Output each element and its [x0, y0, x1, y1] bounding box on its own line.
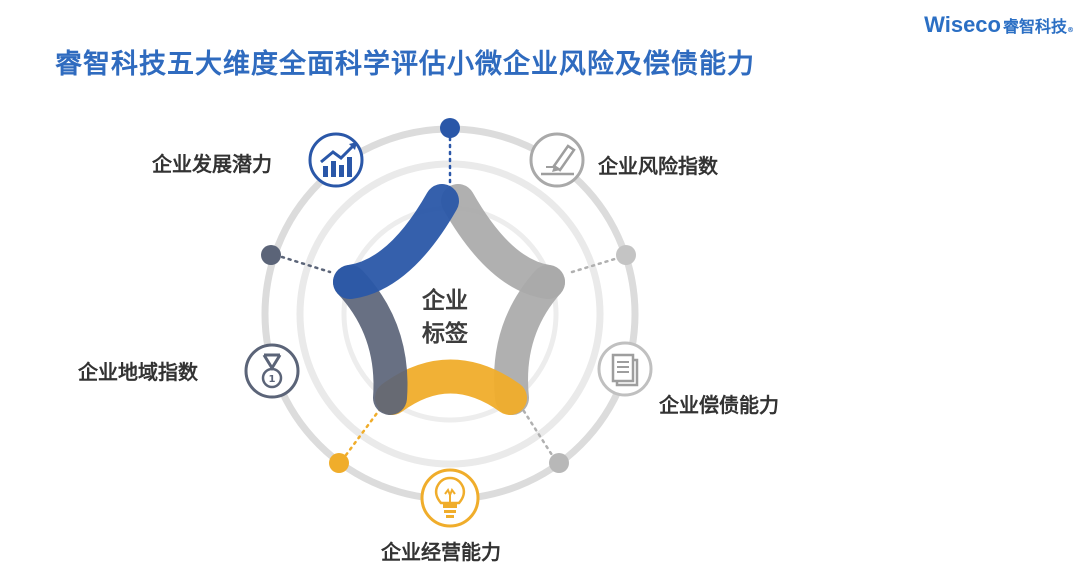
center-label-line1: 企业: [422, 288, 468, 314]
pencil-document-icon: [529, 132, 585, 188]
svg-text:1: 1: [269, 374, 276, 385]
center-label-line2: 标签: [422, 321, 468, 347]
medal-icon: 1: [244, 343, 300, 399]
logo-registered-mark: ®: [1067, 26, 1074, 34]
dot-bottom-left: [329, 453, 349, 473]
connector-bottom-right: [518, 403, 554, 457]
dot-bottom-right: [549, 453, 569, 473]
lightbulb-icon: [420, 468, 480, 528]
label-solvency: 企业偿债能力: [659, 393, 779, 417]
logo-cn: 睿智科技: [1002, 17, 1067, 36]
middle-ring: [296, 160, 604, 468]
label-development-potential: 企业发展潜力: [152, 152, 272, 176]
dot-left: [261, 245, 281, 265]
connector-right: [570, 256, 620, 274]
label-risk-index: 企业风险指数: [598, 154, 718, 178]
label-regional-index: 企业地域指数: [78, 360, 198, 384]
center-label: 企业 标签: [395, 285, 495, 351]
connector-bottom-left: [344, 403, 385, 457]
label-operating-capability: 企业经营能力: [381, 540, 501, 564]
arc-right-upper: [441, 184, 565, 299]
arc-bottom: [375, 359, 527, 415]
dot-right: [616, 245, 636, 265]
dot-top: [440, 118, 460, 138]
connector-left: [280, 255, 332, 274]
document-icon: [597, 341, 653, 397]
arc-left-upper: [333, 184, 459, 299]
logo-latin: Wiseco: [924, 12, 1001, 37]
wiseco-logo: Wiseco 睿智科技 ®: [924, 12, 1074, 38]
growth-chart-icon: [308, 132, 364, 188]
page-title: 睿智科技五大维度全面科学评估小微企业风险及偿债能力: [55, 49, 755, 80]
